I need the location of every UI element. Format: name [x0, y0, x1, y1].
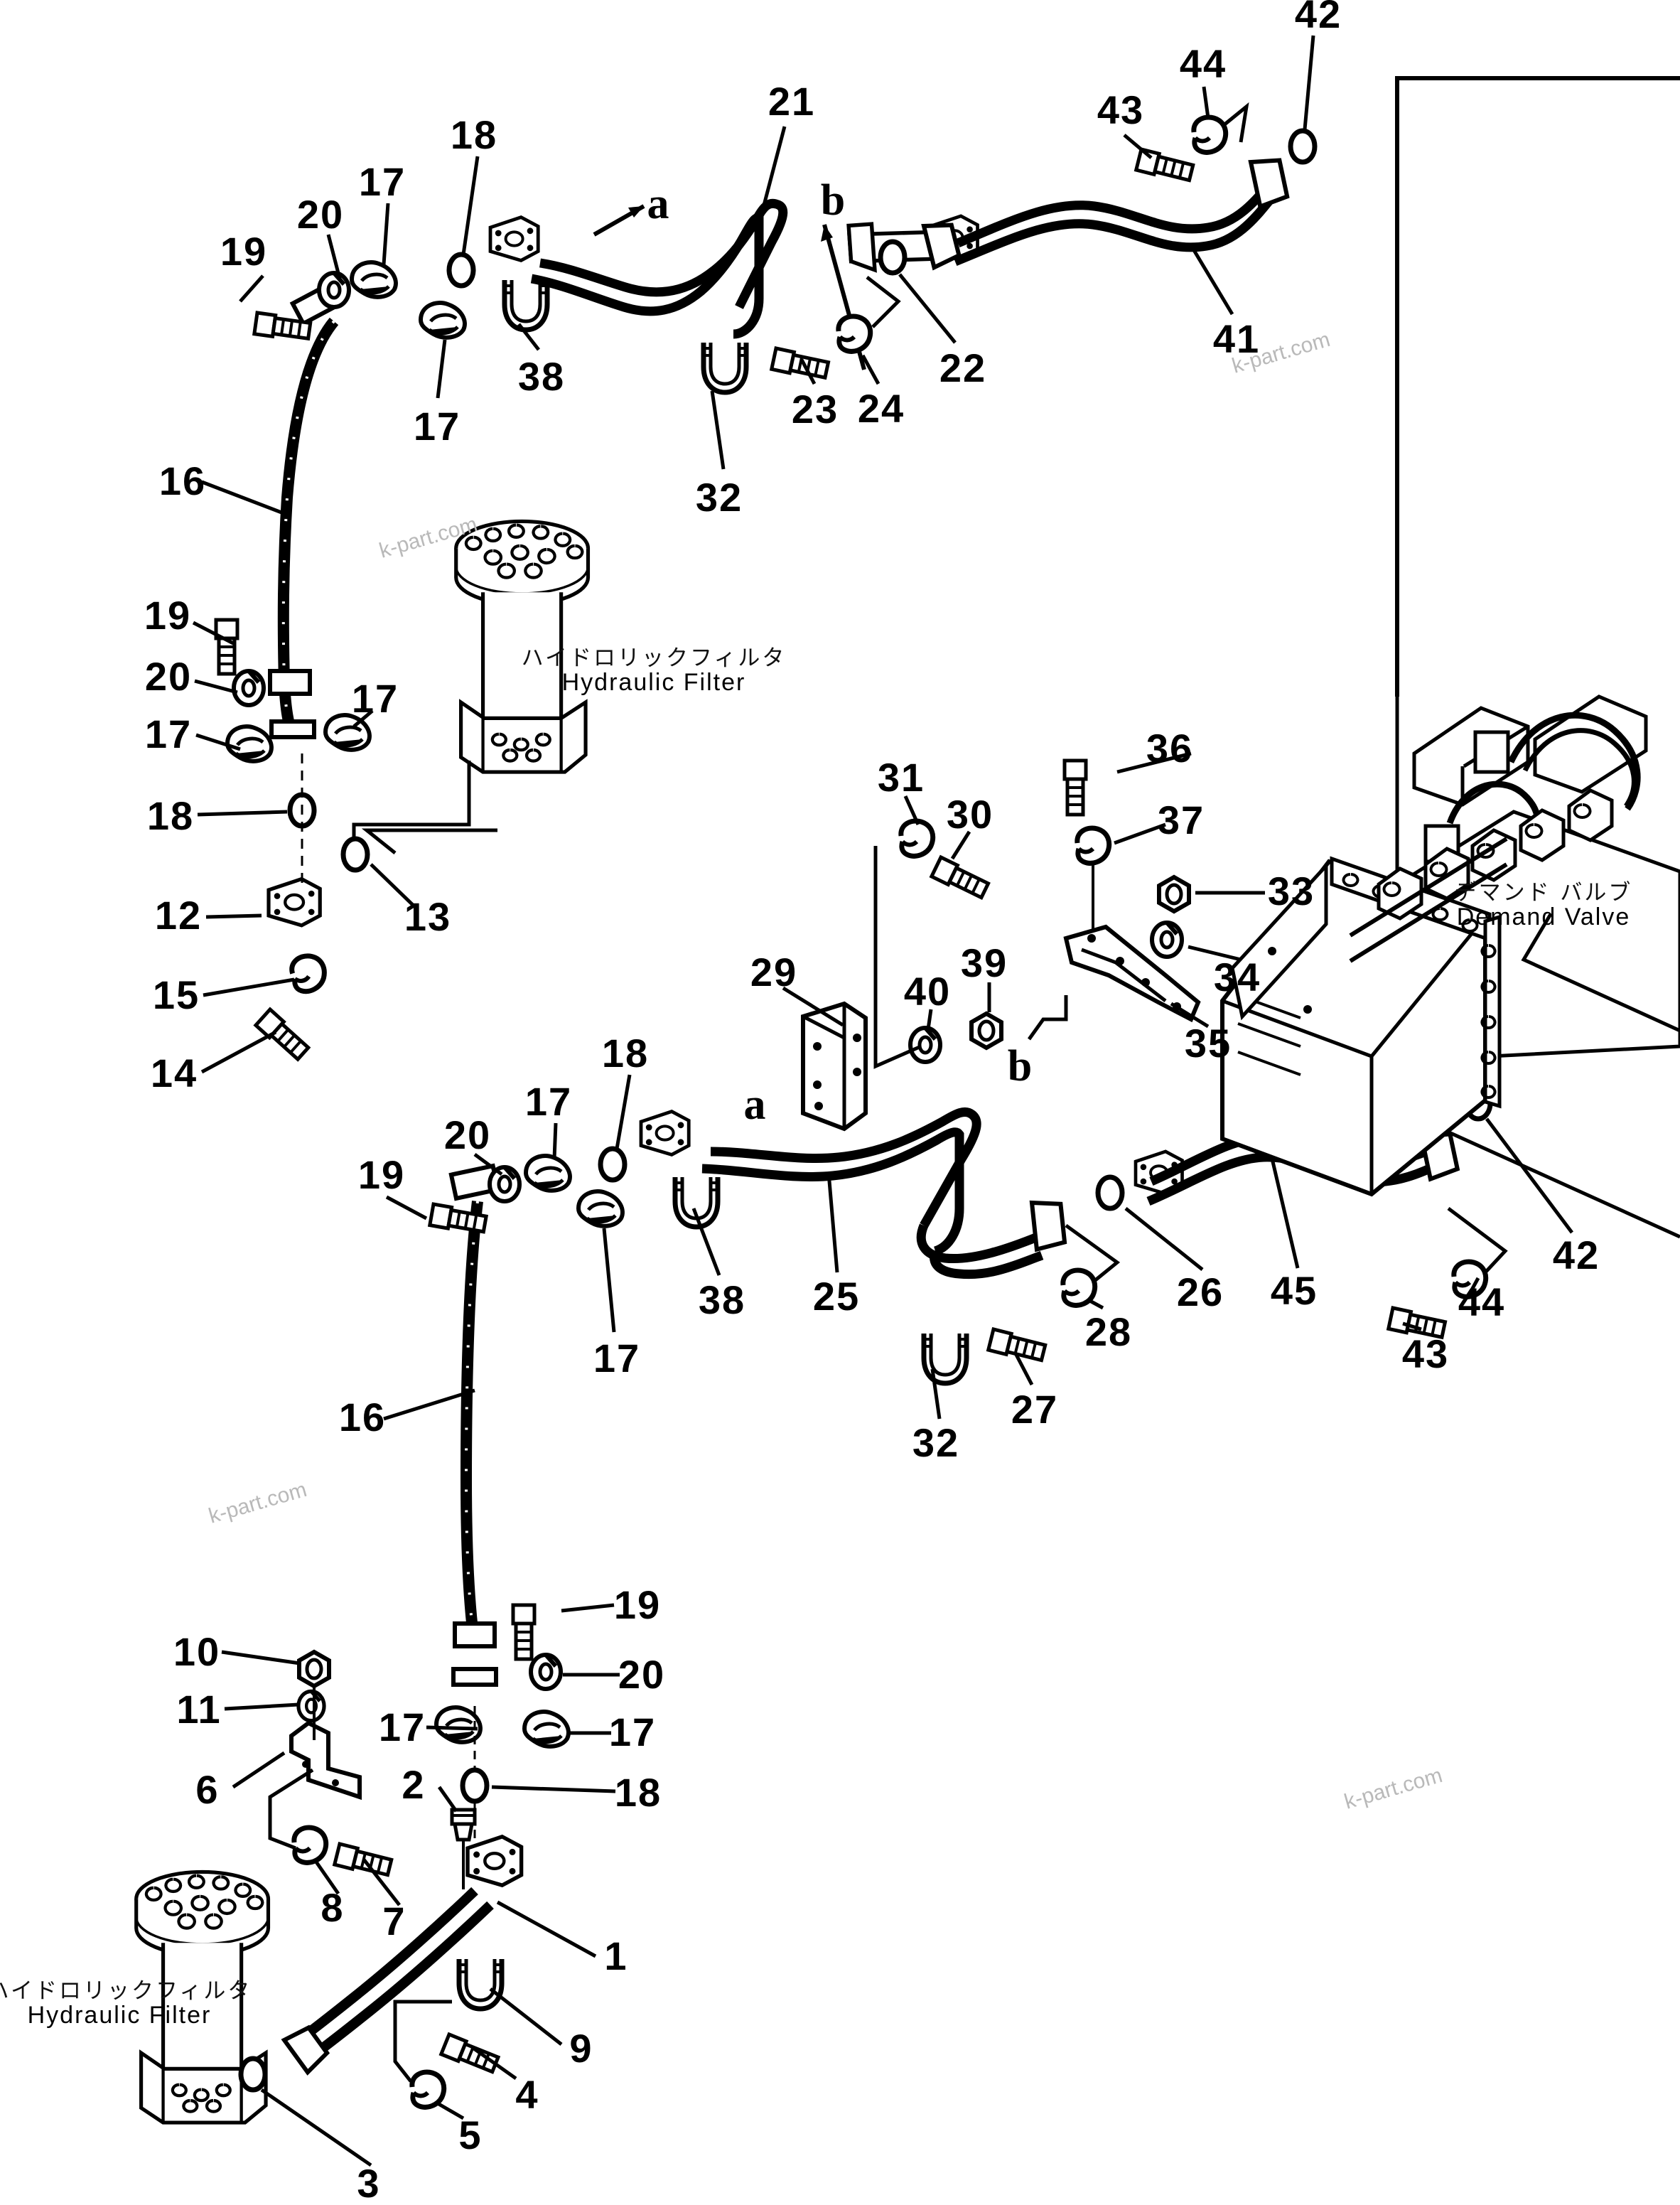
section-reference-letter: b — [820, 176, 846, 225]
callout-number[interactable]: 44 — [1458, 1279, 1506, 1324]
callout-number[interactable]: 2 — [402, 1762, 426, 1807]
callout-number[interactable]: 20 — [443, 1112, 492, 1157]
callout-number[interactable]: 10 — [173, 1629, 221, 1674]
callout-number[interactable]: 20 — [618, 1652, 666, 1697]
callout-number[interactable]: 16 — [338, 1395, 387, 1439]
section-reference-letter: b — [1007, 1042, 1033, 1090]
caption-english: Hydraulic Filter — [27, 2001, 212, 2029]
callout-number[interactable]: 17 — [593, 1336, 641, 1380]
callout-number[interactable]: 20 — [144, 654, 193, 699]
callout-number[interactable]: 43 — [1097, 87, 1145, 132]
callout-number[interactable]: 17 — [144, 712, 193, 756]
callout-number[interactable]: 28 — [1084, 1309, 1133, 1354]
callout-number[interactable]: 27 — [1011, 1387, 1059, 1432]
callout-number[interactable]: 16 — [158, 458, 207, 503]
callout-number[interactable]: 32 — [912, 1420, 960, 1465]
callout-number[interactable]: 1 — [604, 1933, 628, 1978]
caption-english: Hydraulic Filter — [561, 668, 746, 696]
caption-english: Demand Valve — [1456, 903, 1631, 930]
callout-number[interactable]: 17 — [608, 1710, 657, 1754]
callout-number[interactable]: 13 — [404, 894, 452, 939]
leader-lines-upper — [201, 35, 1315, 517]
callout-number[interactable]: 17 — [351, 676, 399, 721]
middle-assembly — [801, 761, 1201, 1132]
callout-number[interactable]: 29 — [750, 950, 798, 994]
callout-number[interactable]: 38 — [698, 1277, 746, 1322]
leader-lines-bottom — [221, 1603, 620, 2167]
callout-number[interactable]: 14 — [150, 1051, 198, 1095]
callout-number[interactable]: 31 — [877, 755, 925, 800]
callout-number[interactable]: 23 — [791, 387, 839, 431]
callout-number[interactable]: 18 — [450, 112, 498, 157]
caption-japanese: ハイドロリックフィルタ — [521, 645, 787, 671]
callout-number[interactable]: 24 — [857, 386, 905, 431]
callout-number[interactable]: 17 — [524, 1079, 573, 1124]
upper-assembly — [254, 102, 1315, 739]
callout-number[interactable]: 17 — [358, 159, 406, 204]
callout-number[interactable]: 18 — [601, 1031, 650, 1075]
callout-number[interactable]: 19 — [613, 1582, 662, 1627]
callout-number[interactable]: 32 — [695, 475, 743, 520]
callout-number[interactable]: 20 — [296, 192, 345, 237]
callout-number[interactable]: 33 — [1267, 869, 1315, 913]
callout-number[interactable]: 38 — [517, 354, 566, 399]
callout-number[interactable]: 17 — [378, 1705, 426, 1749]
callout-number[interactable]: 19 — [144, 593, 192, 638]
lower-left-parts — [241, 1605, 569, 2107]
callout-number[interactable]: 19 — [220, 229, 268, 274]
callout-number[interactable]: 35 — [1184, 1021, 1232, 1066]
callout-number[interactable]: 5 — [458, 2113, 483, 2157]
leader-lines-lower — [383, 1074, 1573, 1421]
callout-number[interactable]: 34 — [1213, 955, 1261, 999]
callout-number[interactable]: 15 — [152, 972, 200, 1017]
callout-number[interactable]: 44 — [1179, 41, 1227, 86]
callout-number[interactable]: 43 — [1401, 1331, 1450, 1376]
callout-number[interactable]: 18 — [614, 1770, 662, 1815]
callout-number[interactable]: 26 — [1176, 1270, 1224, 1314]
caption-japanese: デマンド バルブ — [1454, 880, 1633, 906]
callout-number[interactable]: 3 — [357, 2161, 381, 2205]
leader-lines-middle — [782, 751, 1265, 1030]
callout-number[interactable]: 30 — [946, 792, 994, 837]
demand-valve-graphic — [1220, 76, 1680, 1239]
callout-number[interactable]: 18 — [146, 793, 195, 838]
callout-number[interactable]: 4 — [515, 2072, 539, 2117]
callout-number[interactable]: 19 — [357, 1152, 406, 1197]
callout-number[interactable]: 11 — [176, 1687, 222, 1732]
callout-number[interactable]: 7 — [382, 1899, 406, 1943]
callout-number[interactable]: 17 — [413, 404, 461, 449]
callout-number[interactable]: 9 — [569, 2026, 593, 2071]
callout-number[interactable]: 42 — [1294, 0, 1342, 36]
callout-number[interactable]: 6 — [195, 1767, 220, 1812]
callout-number[interactable]: 22 — [939, 345, 987, 390]
leader-lines-left — [192, 621, 497, 1074]
callout-number[interactable]: 12 — [154, 893, 203, 938]
callout-number[interactable]: 42 — [1552, 1233, 1600, 1277]
callout-number[interactable]: 40 — [903, 969, 952, 1014]
callout-number[interactable]: 45 — [1270, 1268, 1318, 1313]
callout-number[interactable]: 37 — [1157, 798, 1205, 842]
callout-number[interactable]: 36 — [1146, 726, 1194, 771]
caption-japanese: ハイドロリックフィルタ — [0, 1978, 252, 2004]
callout-number[interactable]: 39 — [960, 940, 1008, 985]
callout-number[interactable]: 41 — [1212, 316, 1261, 361]
left-column-parts — [216, 620, 370, 1061]
section-reference-letter: a — [647, 180, 669, 228]
callout-number[interactable]: 8 — [321, 1885, 345, 1930]
section-reference-letter: a — [743, 1080, 766, 1129]
callout-number[interactable]: 25 — [812, 1274, 861, 1319]
callout-number[interactable]: 21 — [768, 79, 816, 124]
